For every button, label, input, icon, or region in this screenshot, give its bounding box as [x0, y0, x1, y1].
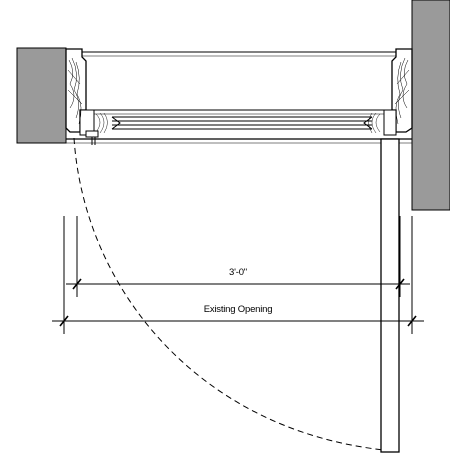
- door-leaf-section: [111, 116, 373, 130]
- right-wall: [411, 0, 450, 211]
- existing-opening-dimension: [52, 315, 424, 327]
- right-jamb-casing: [383, 48, 413, 136]
- hinge-icon: [85, 130, 99, 145]
- left-casing-hatch: [67, 57, 83, 125]
- existing-opening-label: Existing Opening: [204, 304, 273, 315]
- clear-width-label: 3'-0": [229, 267, 247, 278]
- left-wall: [16, 47, 67, 144]
- door-swing-arc: [73, 137, 385, 451]
- clear-width-dimension: [66, 278, 410, 290]
- head-frame: [66, 51, 412, 144]
- door-panel-open: [380, 138, 400, 453]
- left-jamb-casing: [65, 48, 95, 136]
- right-casing-hatch: [394, 57, 410, 125]
- door-stop-hatch: [95, 112, 381, 134]
